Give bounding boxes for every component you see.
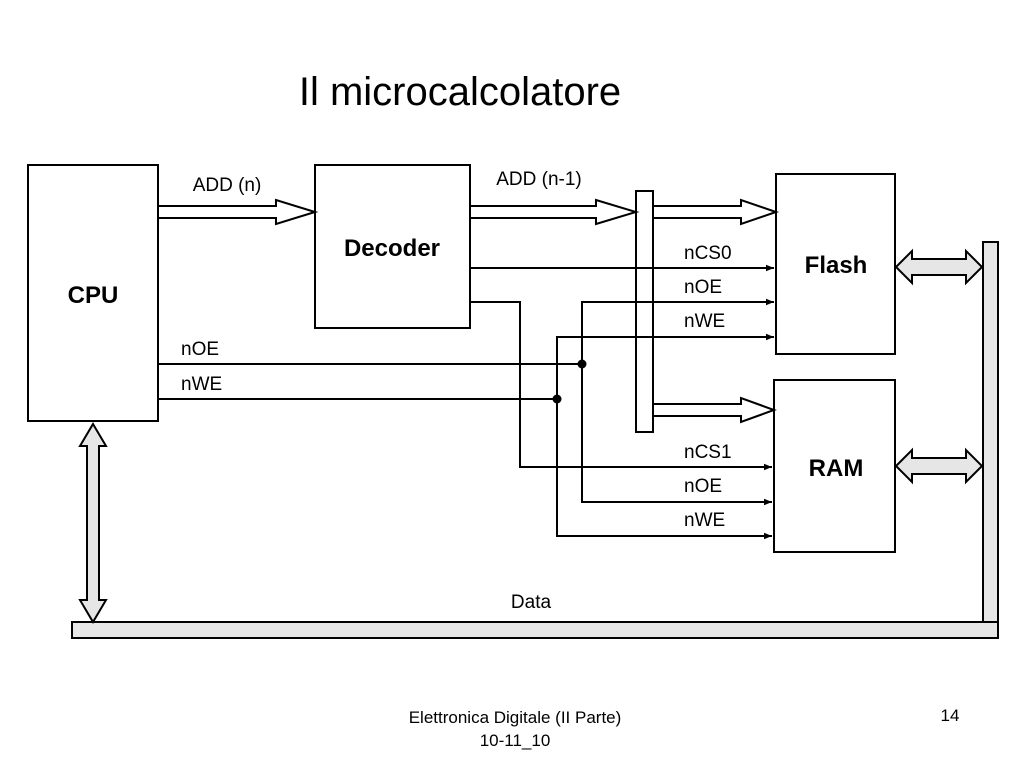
noe-junction: [577, 359, 587, 369]
nwe-junction: [552, 394, 562, 404]
add-n-arrow: [159, 198, 319, 226]
slide-title: Il microcalcolatore: [298, 70, 622, 114]
flash-data-arrow: [894, 248, 984, 286]
noe-line: [158, 298, 774, 365]
page-number: 14: [940, 706, 960, 725]
cpu-block: [27, 164, 159, 422]
flash-block: [775, 173, 896, 355]
ram-data-arrow: [894, 447, 984, 485]
ram-nwe-label: nWE: [684, 510, 725, 531]
decoder-block: [314, 164, 471, 329]
footer-course-code: 10-11_10: [479, 731, 551, 750]
cpu-data-arrow: [78, 422, 108, 624]
cpu-label: CPU: [68, 282, 119, 309]
footer-course-title: Elettronica Digitale (II Parte): [408, 708, 622, 727]
cpu-nwe-label: nWE: [181, 374, 222, 395]
ram-noe-label: nOE: [684, 476, 722, 497]
ram-ncs1-label: nCS1: [684, 442, 732, 463]
add-n-label: ADD (n): [193, 175, 262, 196]
flash-label: Flash: [805, 252, 868, 279]
flash-noe-label: nOE: [684, 277, 722, 298]
footer-course: Elettronica Digitale (II Parte) 10-11_10: [360, 706, 670, 752]
cpu-noe-label: nOE: [181, 339, 219, 360]
flash-address-arrow: [654, 198, 780, 226]
add-n1-arrow: [471, 198, 640, 226]
data-bus-label: Data: [511, 592, 552, 613]
ram-address-arrow: [654, 396, 777, 424]
flash-nwe-label: nWE: [684, 311, 725, 332]
nwe-ram-line: [556, 399, 772, 540]
noe-ram-line: [581, 364, 772, 506]
decoder-label: Decoder: [344, 235, 440, 262]
ram-label: RAM: [809, 455, 864, 482]
flash-ncs0-label: nCS0: [684, 243, 732, 264]
add-n1-label: ADD (n-1): [496, 169, 582, 190]
address-bus-bar: [635, 190, 654, 433]
nwe-line: [158, 333, 774, 400]
data-bus-vertical: [982, 241, 999, 623]
ram-block: [773, 379, 896, 553]
data-bus-horizontal: [71, 621, 999, 639]
ncs1-line: [471, 301, 772, 471]
